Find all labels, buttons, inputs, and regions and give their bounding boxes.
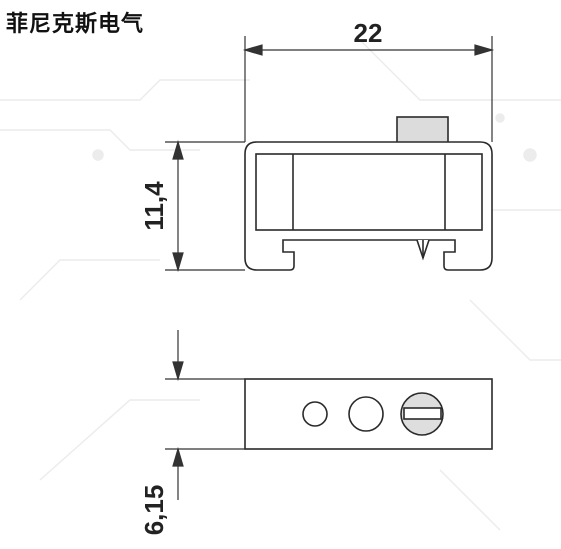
- front-view: [244, 116, 493, 271]
- height-label: 11,4: [139, 181, 169, 231]
- inner-frame: [255, 153, 483, 231]
- width-dimension: [242, 36, 495, 142]
- width-label: 22: [354, 18, 383, 48]
- brand-logo-text: 菲尼克斯电气: [6, 12, 145, 37]
- side-view: [244, 378, 493, 450]
- depth-label: 6,15: [139, 485, 169, 536]
- depth-dimension: [165, 330, 245, 500]
- side-body: [244, 378, 493, 450]
- screw-head: [400, 392, 444, 436]
- medium-hole: [348, 396, 384, 432]
- outer-body: [244, 141, 493, 271]
- watermark-circuit: [0, 39, 561, 531]
- small-hole: [302, 401, 328, 427]
- height-dimension: [165, 139, 245, 273]
- top-tab: [396, 116, 449, 145]
